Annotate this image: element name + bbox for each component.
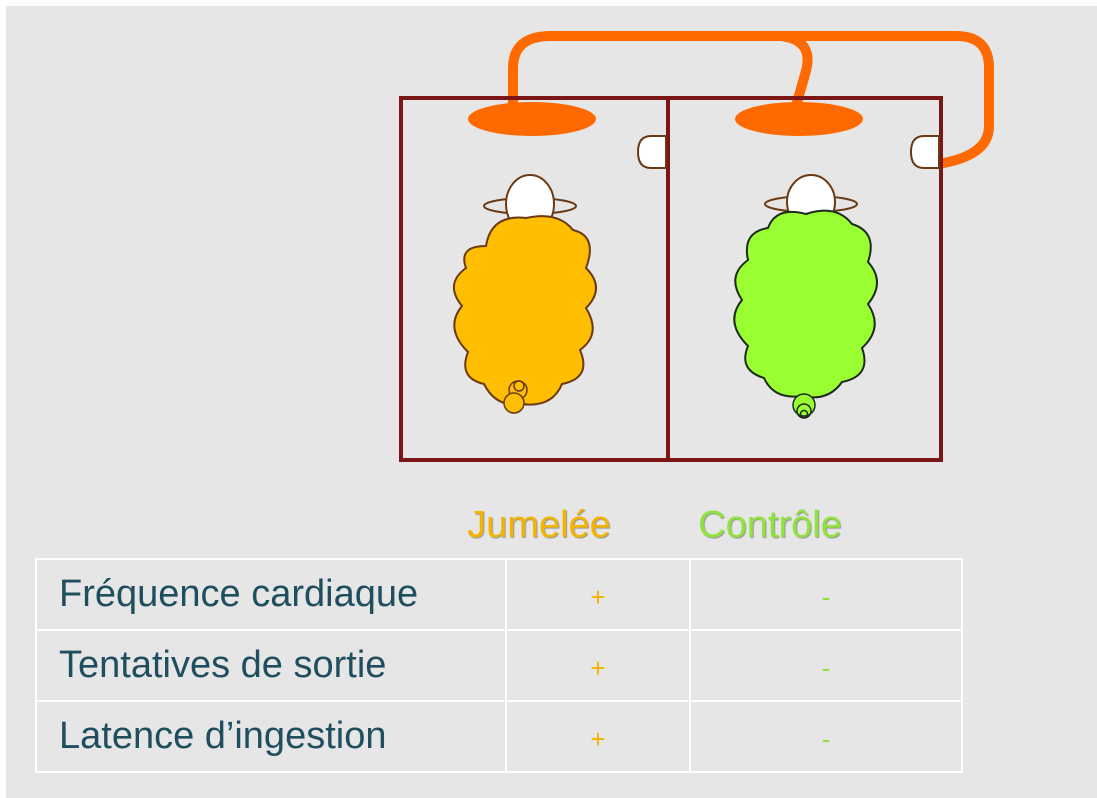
sign-plus: + (590, 724, 606, 754)
cell-jumelee: + (505, 558, 691, 631)
sign-minus: - (821, 724, 831, 754)
connecting-tube-branch (776, 31, 813, 111)
cell-jumelee: + (505, 700, 691, 773)
row-label: Tentatives de sortie (35, 629, 507, 702)
sheep-controle (733, 174, 878, 419)
table-row: Fréquence cardiaque + - (35, 558, 963, 631)
experiment-diagram (399, 31, 994, 462)
cell-controle: - (689, 700, 963, 773)
cell-controle: - (689, 558, 963, 631)
table-row: Tentatives de sortie + - (35, 629, 963, 702)
slide: Jumelée Contrôle Fréquence cardiaque + -… (6, 6, 1097, 798)
column-label-controle: Contrôle (698, 504, 842, 546)
feeder-controle (735, 102, 863, 136)
cell-jumelee: + (505, 629, 691, 702)
sheep-jumelee (453, 174, 597, 414)
sign-plus: + (590, 582, 606, 612)
table-row: Latence d’ingestion + - (35, 700, 963, 773)
water-bowl-jumelee (636, 135, 667, 169)
results-table: Fréquence cardiaque + - Tentatives de so… (35, 558, 963, 773)
pen-controle (666, 96, 943, 462)
sign-minus: - (821, 653, 831, 683)
sign-plus: + (590, 653, 606, 683)
row-label: Fréquence cardiaque (35, 558, 507, 631)
feeder-jumelee (468, 102, 596, 136)
cell-controle: - (689, 629, 963, 702)
sign-minus: - (821, 582, 831, 612)
row-label: Latence d’ingestion (35, 700, 507, 773)
connecting-tube (508, 31, 994, 169)
water-bowl-controle (909, 135, 940, 169)
column-label-jumelee: Jumelée (467, 504, 611, 546)
